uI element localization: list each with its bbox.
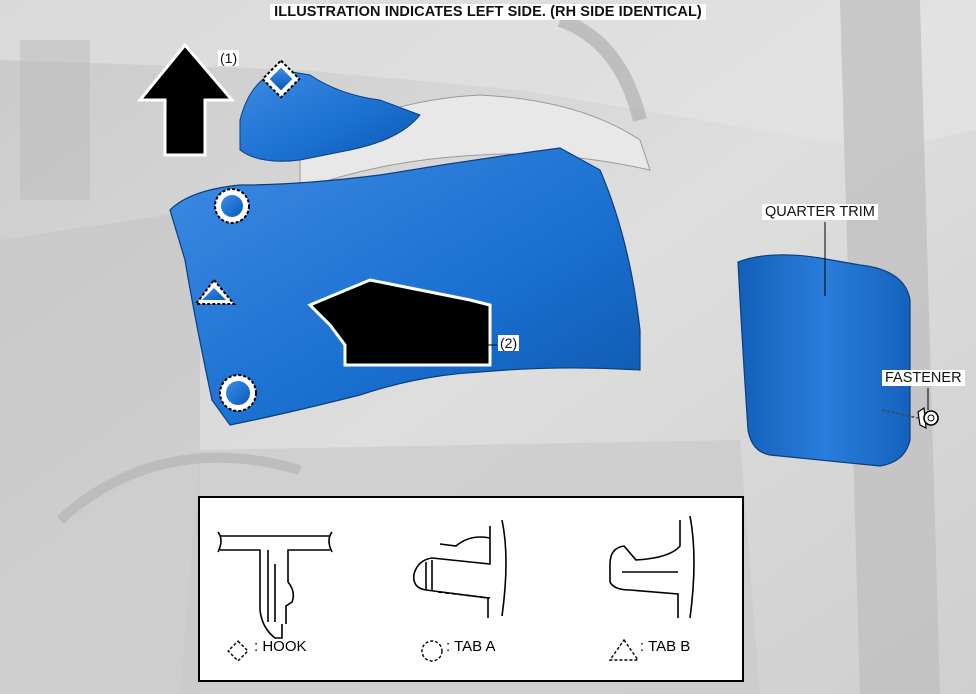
- removal-arrow-up: [136, 42, 236, 157]
- side-wall: [0, 210, 200, 694]
- tab-a-clip-drawing: [412, 519, 507, 618]
- hook-legend-text: : HOOK: [254, 638, 307, 655]
- wheel-arch: [56, 452, 302, 524]
- tab-a-legend-symbol: [421, 640, 443, 662]
- tab-b-legend-text: : TAB B: [640, 638, 691, 655]
- clip-legend-box: : HOOK : TAB A : TAB B: [198, 496, 744, 682]
- removal-arrow-right: [307, 278, 492, 367]
- tab-a-legend-text: : TAB A: [446, 638, 496, 655]
- fastener-part: [881, 406, 939, 430]
- tab-b-legend-item: : TAB B: [640, 638, 690, 655]
- hinge-detail: [20, 40, 90, 200]
- tab-b-marker: [194, 278, 237, 305]
- hook-legend-item: : HOOK: [254, 638, 307, 655]
- quarter-trim-label: QUARTER TRIM: [762, 204, 878, 220]
- illustration-title-text: ILLUSTRATION INDICATES LEFT SIDE. (RH SI…: [270, 4, 706, 20]
- seat-frame: [557, 13, 647, 122]
- tab-a-marker-lower: [219, 374, 257, 412]
- quarter-trim-part: [737, 254, 911, 467]
- roof-panel: [0, 0, 976, 150]
- illustration-title: ILLUSTRATION INDICATES LEFT SIDE. (RH SI…: [0, 4, 976, 20]
- step-2-label: (2): [498, 335, 520, 351]
- hook-legend-symbol: [227, 640, 249, 662]
- tab-a-marker-upper: [214, 188, 250, 224]
- tab-b-legend-symbol: [608, 638, 640, 661]
- tab-b-clip-drawing: [609, 515, 695, 619]
- hook-clip-drawing: [217, 531, 333, 639]
- step-1-label: (1): [218, 50, 240, 66]
- clip-legend-drawings: [217, 515, 695, 662]
- hook-marker: [261, 59, 301, 99]
- fastener-label: FASTENER: [882, 370, 965, 386]
- tab-a-legend-item: : TAB A: [446, 638, 495, 655]
